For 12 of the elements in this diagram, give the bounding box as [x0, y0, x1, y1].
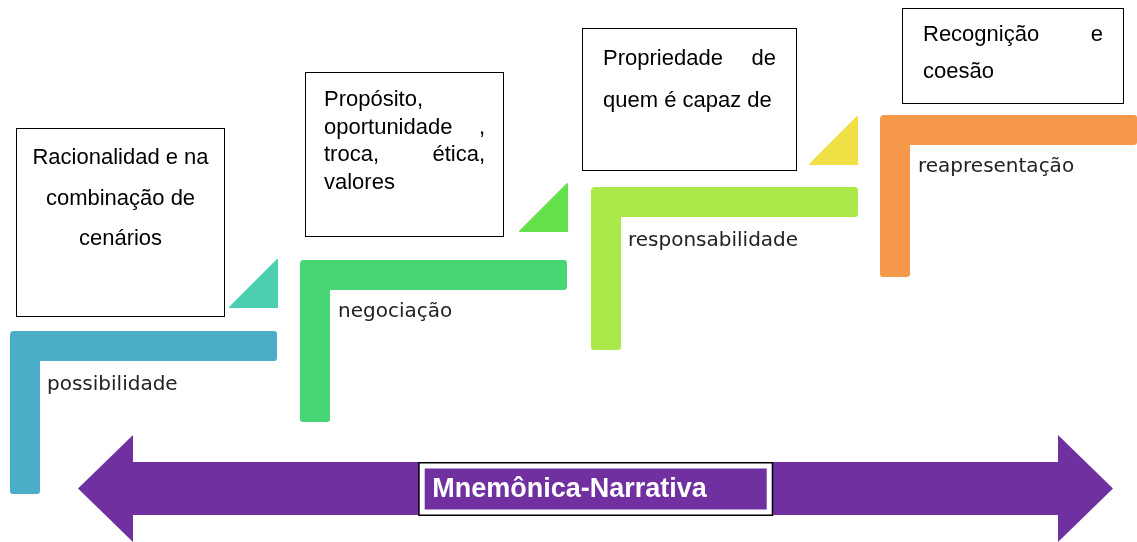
text-box	[16, 128, 225, 317]
step-label: negociação	[338, 298, 453, 322]
text-box	[582, 28, 797, 171]
step-label: responsabilidade	[628, 227, 799, 251]
box-text: Propósito, oportunidade , troca, ética, valores	[324, 85, 485, 195]
box-text: Racionalidad e na combinação de cenários	[31, 143, 210, 253]
box-text: Recognição e coesão	[923, 20, 1103, 86]
step-label: possibilidade	[47, 371, 178, 395]
text-box	[305, 72, 504, 237]
text-box	[902, 8, 1124, 104]
box-text: Propriedade de quem é capaz de	[603, 44, 776, 114]
step-label: reapresentação	[918, 153, 1075, 177]
